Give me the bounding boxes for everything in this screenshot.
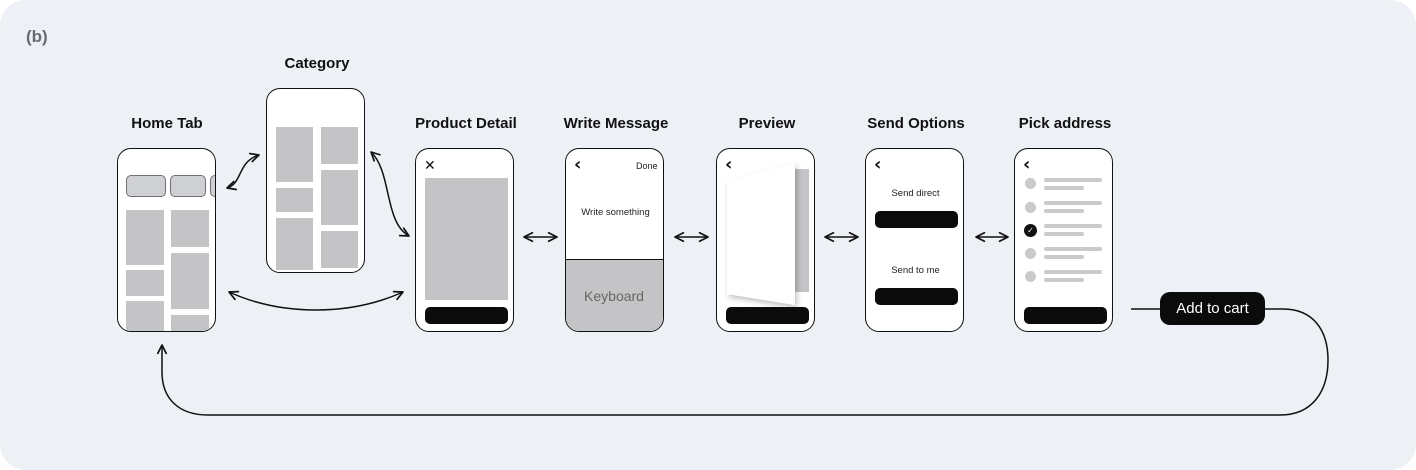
category-tile (276, 218, 313, 270)
address-radio-selected-icon: ✓ (1024, 224, 1037, 237)
keyboard-label: Keyboard (584, 288, 644, 304)
category-tile (321, 127, 358, 164)
address-action-bar (1024, 307, 1107, 324)
cart-home-loop-arrow (156, 308, 1329, 416)
category-tile (276, 127, 313, 182)
send-direct-label: Send direct (891, 188, 940, 199)
add-to-cart-button[interactable]: Add to cart (1160, 292, 1265, 325)
close-icon: ✕ (424, 158, 436, 174)
category-title: Category (284, 55, 350, 72)
write-message-screen: ‹ Done Write something Keyboard (565, 148, 664, 332)
address-radio (1025, 248, 1036, 259)
category-screen (266, 88, 365, 273)
address-line (1044, 209, 1084, 213)
address-line (1044, 278, 1084, 282)
pick-address-title: Pick address (1018, 115, 1112, 132)
done-label: Done (636, 161, 658, 171)
category-tile (321, 231, 358, 268)
home-tab-pill (126, 175, 166, 197)
home-product-arrow (228, 290, 404, 311)
home-category-arrow (226, 152, 260, 191)
address-line (1044, 201, 1102, 205)
send-to-me-label: Send to me (891, 265, 940, 276)
send-to-me-bar (875, 288, 958, 305)
category-tile (321, 170, 358, 225)
address-line (1044, 255, 1084, 259)
address-line (1044, 224, 1102, 228)
back-icon: ‹ (574, 154, 582, 175)
address-radio (1025, 202, 1036, 213)
address-radio (1025, 271, 1036, 282)
back-icon: ‹ (874, 154, 882, 175)
card-preview-shape (727, 163, 795, 305)
preview-action-bar (726, 307, 809, 324)
back-icon: ‹ (1023, 154, 1031, 175)
home-tile (126, 210, 164, 265)
product-detail-screen: ✕ (415, 148, 514, 332)
preview-title: Preview (738, 115, 796, 132)
home-tile (126, 301, 164, 331)
message-prompt: Write something (581, 207, 650, 218)
address-radio (1025, 178, 1036, 189)
category-tile (276, 188, 313, 212)
address-line (1044, 186, 1084, 190)
send-options-screen: ‹ Send direct Send to me (865, 148, 964, 332)
pick-address-screen: ‹ ✓ (1014, 148, 1113, 332)
send-direct-bar (875, 211, 958, 228)
keyboard-area: Keyboard (566, 259, 663, 331)
product-action-bar (425, 307, 508, 324)
home-tile (126, 270, 164, 296)
product-detail-title: Product Detail (415, 115, 517, 132)
home-tab-pill (170, 175, 206, 197)
home-tab-pill (210, 175, 215, 197)
home-tab-screen (117, 148, 216, 332)
back-icon: ‹ (725, 154, 733, 175)
write-message-title: Write Message (563, 115, 669, 132)
product-image-placeholder (425, 178, 508, 300)
panel-label: (b) (26, 27, 48, 46)
home-tile (171, 210, 209, 247)
home-tile (171, 315, 209, 331)
address-line (1044, 247, 1102, 251)
home-tile (171, 253, 209, 309)
home-tab-title: Home Tab (131, 115, 203, 132)
send-options-title: Send Options (867, 115, 965, 132)
address-line (1044, 232, 1084, 236)
category-product-arrow (370, 151, 410, 237)
address-line (1044, 178, 1102, 182)
preview-screen: ‹ (716, 148, 815, 332)
address-line (1044, 270, 1102, 274)
